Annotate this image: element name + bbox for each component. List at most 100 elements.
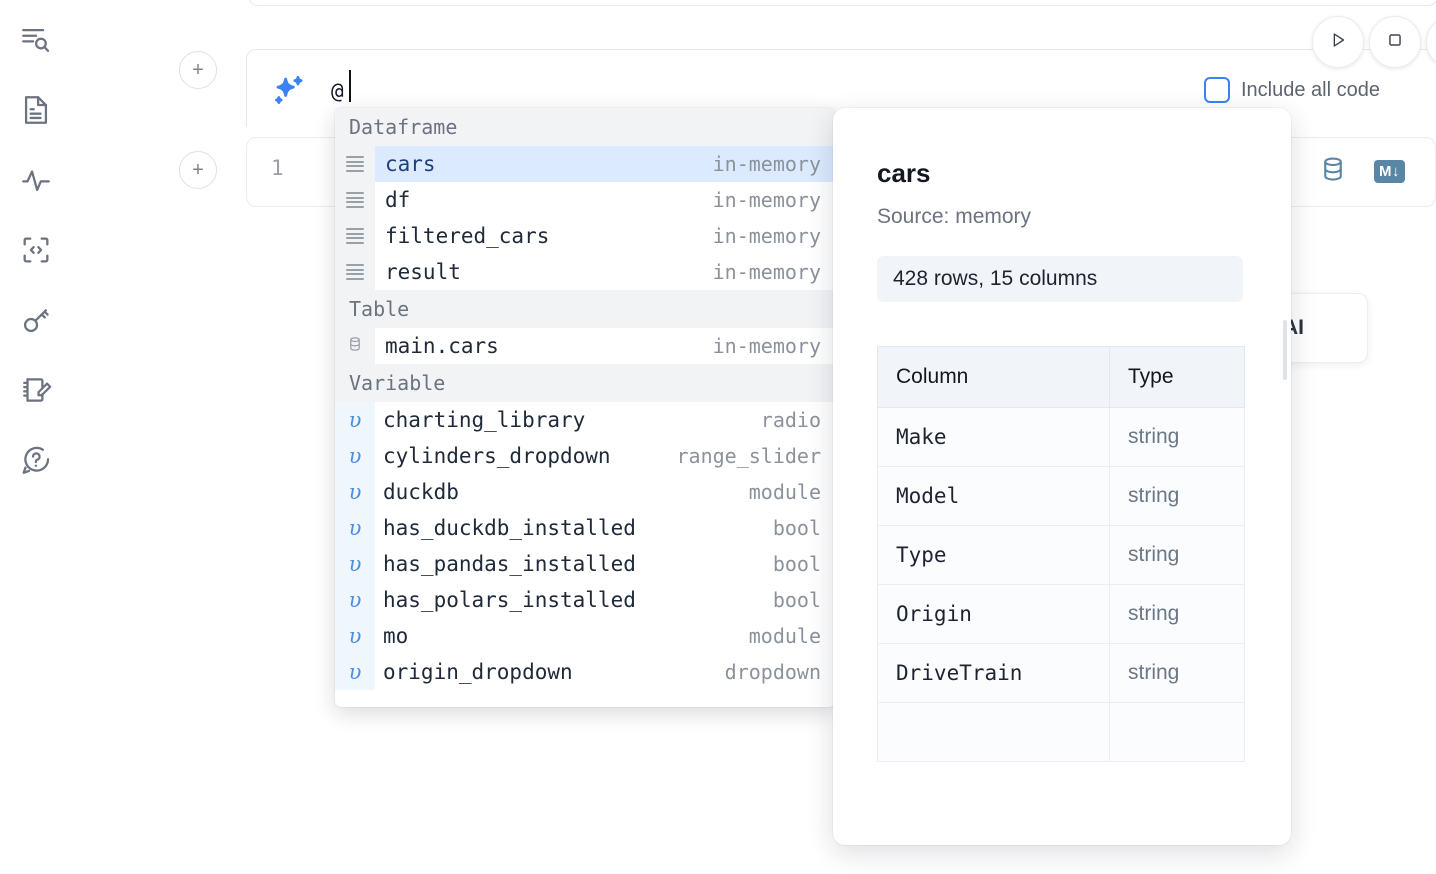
autocomplete-item[interactable]: υ cylinders_dropdown range_slider (335, 438, 835, 474)
autocomplete-item[interactable]: main.cars in-memory (335, 328, 835, 364)
doc-scrollbar[interactable] (1283, 320, 1287, 380)
database-icon[interactable] (1318, 154, 1348, 189)
autocomplete-item-kind-icon: υ (335, 654, 375, 690)
autocomplete-item-label: has_polars_installed (383, 588, 636, 612)
autocomplete-item-label: duckdb (383, 480, 459, 504)
doc-column-name: Origin (877, 584, 1110, 644)
doc-schema-header-type: Type (1109, 346, 1245, 408)
ai-prompt-input[interactable] (331, 74, 1131, 108)
run-button[interactable] (1312, 16, 1364, 68)
dataframe-rows-icon (346, 264, 364, 280)
sidebar-item-scratchpad[interactable] (12, 366, 60, 414)
autocomplete-item-type: in-memory (712, 334, 821, 358)
autocomplete-item-label: cars (385, 152, 436, 176)
stop-button[interactable] (1369, 16, 1421, 68)
doc-shape-badge: 428 rows, 15 columns (877, 256, 1243, 302)
sidebar-item-notebook[interactable] (12, 86, 60, 134)
autocomplete-item-label: main.cars (385, 334, 499, 358)
variable-glyph-icon: υ (348, 588, 362, 612)
autocomplete-item-type: radio (760, 408, 821, 432)
autocomplete-item-type: bool (772, 588, 821, 612)
autocomplete-item-type: module (748, 480, 821, 504)
plus-icon: + (192, 59, 204, 81)
cell-toolbar: M↓ (1318, 154, 1405, 189)
dataframe-rows-icon (346, 192, 364, 208)
doc-column-type: string (1109, 466, 1245, 526)
variable-glyph-icon: υ (348, 444, 362, 468)
autocomplete-item-kind-icon (335, 182, 375, 218)
sidebar-item-activity[interactable] (12, 156, 60, 204)
doc-schema-header-column: Column (877, 346, 1110, 408)
autocomplete-item-type: module (748, 624, 821, 648)
autocomplete-item-label: filtered_cars (385, 224, 550, 248)
autocomplete-item-type: in-memory (712, 188, 821, 212)
doc-source: Source: memory (877, 205, 1032, 228)
autocomplete-item-label: cylinders_dropdown (383, 444, 611, 468)
variable-glyph-icon: υ (348, 408, 362, 432)
doc-column-type: string (1109, 525, 1245, 585)
autocomplete-item-kind-icon (335, 146, 375, 182)
doc-column-name (877, 702, 1110, 762)
doc-column-name: Model (877, 466, 1110, 526)
doc-title: cars (877, 158, 931, 188)
autocomplete-item-kind-icon: υ (335, 618, 375, 654)
autocomplete-item[interactable]: υ has_polars_installed bool (335, 582, 835, 618)
sidebar-item-secrets[interactable] (12, 296, 60, 344)
dataframe-rows-icon (346, 156, 364, 172)
dataframe-rows-icon (346, 228, 364, 244)
autocomplete-item-kind-icon: υ (335, 438, 375, 474)
autocomplete-group-header: Dataframe (335, 108, 835, 146)
activity-pulse-icon (19, 163, 53, 197)
autocomplete-item-kind-icon: υ (335, 402, 375, 438)
doc-schema-row-partial (877, 702, 1245, 762)
outline-search-icon (19, 23, 53, 57)
autocomplete-item-type: in-memory (712, 260, 821, 284)
include-all-code-row[interactable]: Include all code (1204, 77, 1380, 103)
markdown-icon[interactable]: M↓ (1374, 160, 1405, 183)
autocomplete-item-type: in-memory (712, 224, 821, 248)
autocomplete-item-kind-icon: υ (335, 510, 375, 546)
add-cell-below-button[interactable]: + (179, 151, 217, 189)
doc-column-name: Make (877, 407, 1110, 467)
text-cursor (349, 70, 351, 102)
autocomplete-group-header: Variable (335, 364, 835, 402)
autocomplete-group-header: Table (335, 290, 835, 328)
doc-schema-header-row: Column Type (877, 346, 1245, 408)
ai-options-area: Include all code (1171, 49, 1436, 127)
key-icon (19, 303, 53, 337)
include-all-code-label: Include all code (1241, 78, 1380, 101)
variable-glyph-icon: υ (348, 480, 362, 504)
help-chat-icon (19, 443, 53, 477)
autocomplete-item-label: has_duckdb_installed (383, 516, 636, 540)
autocomplete-item-type: range_slider (676, 444, 822, 468)
sidebar-item-outline[interactable] (12, 16, 60, 64)
doc-column-type: string (1109, 407, 1245, 467)
autocomplete-item[interactable]: filtered_cars in-memory (335, 218, 835, 254)
left-icon-rail (0, 0, 72, 874)
autocomplete-item-type: dropdown (724, 660, 821, 684)
play-icon (1327, 29, 1349, 56)
sidebar-item-help[interactable] (12, 436, 60, 484)
sparkle-icon (269, 72, 309, 117)
notepad-pencil-icon (19, 373, 53, 407)
completion-documentation-panel: cars Source: memory 428 rows, 15 columns… (833, 108, 1291, 845)
include-all-code-checkbox[interactable] (1204, 77, 1230, 103)
add-cell-above-button[interactable]: + (179, 51, 217, 89)
table-database-icon (346, 335, 364, 357)
sidebar-item-snippets[interactable] (12, 226, 60, 274)
